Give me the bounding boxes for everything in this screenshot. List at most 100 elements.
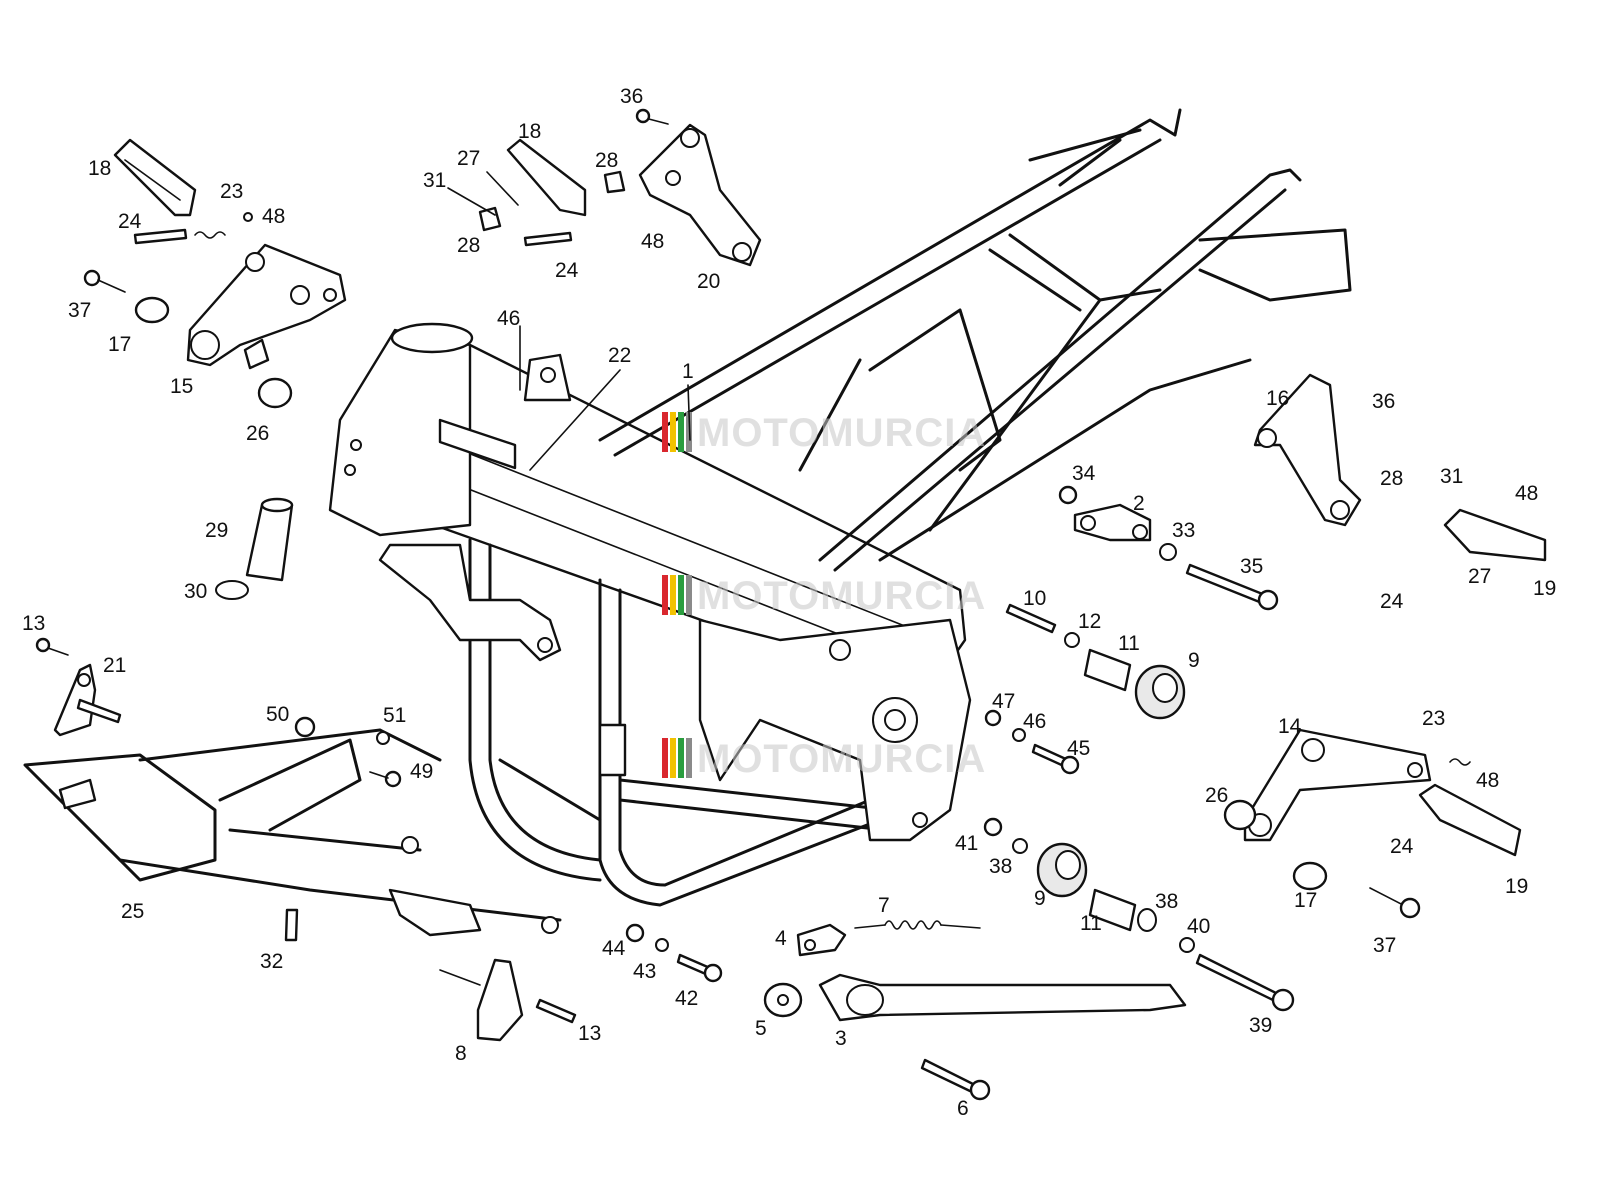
washer-38-a (1012, 838, 1028, 854)
callout-26a: 26 (246, 422, 269, 445)
watermark-1: MOTOMURCIA (662, 411, 986, 455)
callout-34: 34 (1072, 462, 1096, 485)
center-bracket-20 (638, 123, 762, 267)
callout-46a: 46 (497, 307, 520, 330)
nut-47 (984, 709, 1002, 727)
washer-12 (1064, 632, 1080, 648)
bushing-17-left (134, 296, 170, 324)
sidestand-3 (818, 973, 1187, 1022)
washer-30 (215, 580, 249, 600)
callout-18a: 18 (88, 157, 111, 180)
bushing-26-right (1223, 799, 1257, 831)
watermark-text: MOTOMURCIA (697, 411, 986, 455)
nut-41 (983, 817, 1003, 837)
right-footpeg-19-bottom (1418, 783, 1522, 857)
center-block-28-a (603, 170, 626, 194)
center-block-28-b (478, 206, 502, 232)
callout-17a: 17 (108, 333, 131, 356)
sidestand-bracket-8 (439, 958, 524, 1042)
callout-11a: 11 (1118, 632, 1140, 655)
bushing-17-right (1292, 861, 1328, 891)
callout-48a: 48 (262, 205, 285, 228)
wm-stripe-yellow (670, 412, 676, 452)
pin-24 (133, 228, 188, 245)
screw-36-top (635, 108, 669, 125)
tube-29 (245, 497, 294, 582)
washer-40 (1179, 937, 1195, 953)
wm-stripe-yellow (670, 738, 676, 778)
callout-7: 7 (878, 894, 890, 917)
watermark-text: MOTOMURCIA (697, 574, 986, 618)
callout-19b: 19 (1505, 875, 1528, 898)
callout-50: 50 (266, 703, 289, 726)
callout-44: 44 (602, 937, 626, 960)
bracket-21 (53, 663, 122, 737)
left-footrest-bracket (186, 243, 347, 370)
washer-46-small (1012, 728, 1026, 742)
screw-49 (369, 770, 402, 788)
callout-30: 30 (184, 580, 207, 603)
bolt-10 (1005, 603, 1057, 634)
spring-23 (194, 231, 226, 239)
callout-11b: 11 (1080, 912, 1102, 935)
bushing-26-left (257, 377, 293, 409)
callout-33: 33 (1172, 519, 1195, 542)
screw-32 (284, 908, 299, 942)
wm-stripe-green (678, 575, 684, 615)
wm-stripe-yellow (670, 575, 676, 615)
plate-4 (796, 923, 847, 957)
callout-37a: 37 (68, 299, 91, 322)
callout-42: 42 (675, 987, 698, 1010)
watermark-text: MOTOMURCIA (697, 737, 986, 781)
callout-26b: 26 (1205, 784, 1228, 807)
callout-27a: 27 (457, 147, 480, 170)
callout-5: 5 (755, 1017, 767, 1040)
callout-36b: 36 (1372, 390, 1395, 413)
leader-lines (447, 171, 691, 471)
callout-18b: 18 (518, 120, 541, 143)
support-frame-25 (23, 728, 562, 937)
callout-49: 49 (410, 760, 433, 783)
bolt-42 (676, 953, 723, 983)
callout-28a: 28 (595, 149, 618, 172)
bolt-6 (920, 1058, 991, 1101)
callout-48b: 48 (641, 230, 664, 253)
nut-50 (294, 716, 316, 738)
callout-38a: 38 (989, 855, 1012, 878)
callout-51: 51 (383, 704, 406, 727)
callout-23a: 23 (220, 180, 243, 203)
engine-bracket-2 (1073, 503, 1152, 542)
spring-23-right (1449, 758, 1471, 766)
callout-15: 15 (170, 375, 193, 398)
callout-37b: 37 (1373, 934, 1396, 957)
callout-10: 10 (1023, 587, 1046, 610)
callout-20: 20 (697, 270, 720, 293)
callout-1: 1 (682, 360, 694, 383)
callout-24b: 24 (555, 259, 579, 282)
callout-28c: 28 (1380, 467, 1403, 490)
bolt-39 (1195, 953, 1295, 1012)
nut-34 (1058, 485, 1078, 505)
callout-6: 6 (957, 1097, 969, 1120)
washer-48-a (243, 212, 253, 222)
callout-31a: 31 (423, 169, 446, 192)
callout-36a: 36 (620, 85, 643, 108)
callout-13b: 13 (578, 1022, 601, 1045)
callout-24a: 24 (118, 210, 142, 233)
left-footpeg-18 (113, 138, 197, 217)
callout-22: 22 (608, 344, 631, 367)
callout-43: 43 (633, 960, 656, 983)
callout-29: 29 (205, 519, 228, 542)
screw-13-bottom (535, 998, 577, 1024)
callout-24d: 24 (1390, 835, 1414, 858)
nut-44 (625, 923, 645, 943)
center-footpeg-18 (506, 138, 587, 217)
wm-stripe-gray (686, 738, 692, 778)
callout-19a: 19 (1533, 577, 1556, 600)
callout-31b: 31 (1440, 465, 1463, 488)
spring-7 (854, 920, 981, 930)
callout-21: 21 (103, 654, 126, 677)
callout-40: 40 (1187, 915, 1210, 938)
wm-stripe-red (662, 575, 668, 615)
washer-51 (376, 731, 390, 745)
